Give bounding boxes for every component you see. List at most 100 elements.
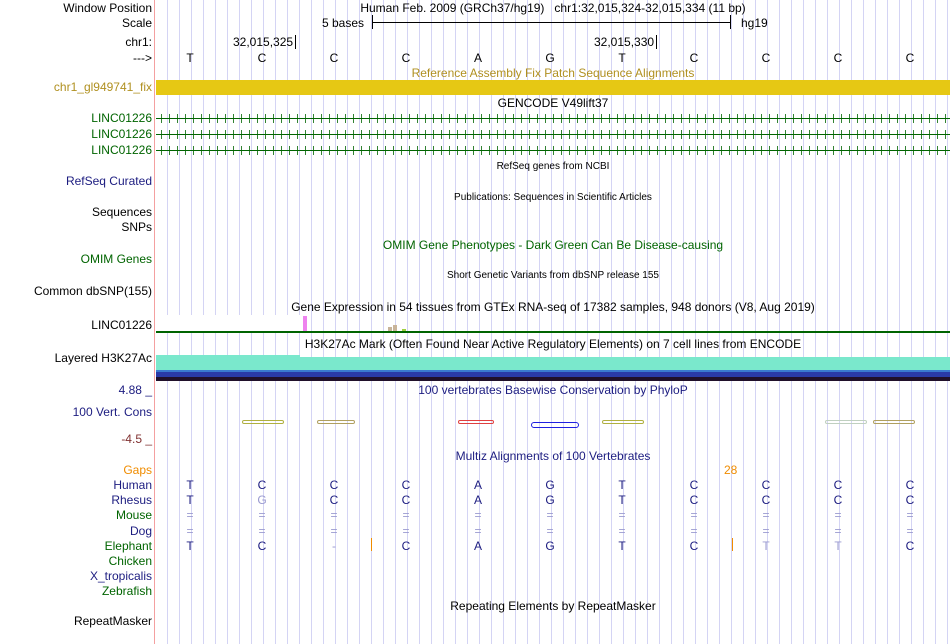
alignment-base: C — [761, 478, 771, 492]
h3k27ac-label[interactable]: Layered H3K27Ac — [54, 351, 152, 365]
gencode-item-label[interactable]: LINC01226 — [91, 127, 152, 141]
gencode-transcript[interactable] — [156, 130, 950, 139]
species-label[interactable]: Mouse — [115, 508, 152, 523]
reference-base: G — [545, 51, 555, 65]
alignment-base: C — [689, 538, 699, 553]
dbsnp-title: Short Genetic Variants from dbSNP releas… — [447, 270, 659, 281]
gtex-bar[interactable] — [303, 316, 307, 331]
alignment-base: C — [833, 493, 843, 508]
scale-text: 5 bases — [322, 16, 365, 30]
alignment-base: = — [690, 523, 698, 538]
alignment-base: C — [329, 493, 339, 508]
publications-title: Publications: Sequences in Scientific Ar… — [454, 192, 652, 203]
fix-patch-title: Reference Assembly Fix Patch Sequence Al… — [411, 66, 695, 80]
alignment-base: = — [690, 508, 698, 523]
species-label[interactable]: Dog — [129, 523, 152, 538]
refseq-label[interactable]: RefSeq Curated — [65, 174, 152, 188]
omim-label[interactable]: OMIM Genes — [80, 252, 152, 266]
alignment-base: = — [834, 523, 842, 538]
gencode-transcript[interactable] — [156, 146, 950, 155]
alignment-base: G — [545, 478, 555, 492]
species-label[interactable]: Zebrafish — [101, 584, 152, 599]
scale-bar — [372, 15, 731, 29]
gaps-label[interactable]: Gaps — [123, 463, 152, 477]
alignment-base: C — [833, 478, 843, 492]
phylop-mark — [531, 422, 579, 428]
alignment-base: = — [330, 508, 338, 523]
reference-base: T — [186, 51, 194, 65]
species-label[interactable]: X_tropicalis — [89, 569, 152, 584]
reference-base: C — [761, 51, 771, 65]
gencode-transcript[interactable] — [156, 114, 950, 123]
snps-label[interactable]: SNPs — [121, 220, 152, 234]
alignment-base: C — [905, 493, 915, 508]
alignment-base: T — [186, 493, 194, 508]
alignment-base: C — [689, 493, 699, 508]
label-divider — [154, 0, 155, 644]
phylop-mark — [242, 420, 284, 424]
alignment-base: = — [762, 508, 770, 523]
alignment-base: = — [402, 508, 410, 523]
alignment-base: C — [401, 538, 411, 553]
reference-base: C — [401, 51, 411, 65]
gtex-label[interactable]: LINC01226 — [91, 318, 152, 332]
sequences-label[interactable]: Sequences — [91, 205, 152, 219]
alignment-base: = — [906, 523, 914, 538]
position-tick-1: 32,015,325 — [233, 35, 297, 49]
alignment-base: G — [545, 493, 555, 508]
h3k27ac-layer — [156, 370, 950, 372]
gap-marker — [732, 538, 733, 551]
alignment-base: = — [258, 508, 266, 523]
species-label[interactable]: Chicken — [108, 554, 152, 568]
species-label[interactable]: Human — [113, 478, 152, 492]
reference-base: C — [833, 51, 843, 65]
reference-base: T — [618, 51, 626, 65]
alignment-base: = — [834, 508, 842, 523]
species-label[interactable]: Elephant — [104, 538, 152, 553]
fix-patch-bar[interactable] — [156, 80, 950, 95]
alignment-base: T — [834, 538, 842, 553]
alignment-base: T — [618, 538, 626, 553]
alignment-base: A — [473, 493, 482, 508]
scale-label: Scale — [121, 16, 152, 30]
fix-patch-label[interactable]: chr1_gl949741_fix — [53, 80, 152, 94]
alignment-base: A — [473, 478, 482, 492]
reference-base: C — [689, 51, 699, 65]
phylop-label[interactable]: 100 Vert. Cons — [72, 405, 152, 419]
h3k27ac-layer[interactable] — [156, 357, 950, 370]
strand-label: ---> — [133, 51, 152, 65]
gencode-item-label[interactable]: LINC01226 — [91, 143, 152, 157]
alignment-base: = — [258, 523, 266, 538]
gtex-bar[interactable] — [388, 327, 392, 331]
h3k27ac-layer — [156, 377, 950, 381]
window-position: Human Feb. 2009 (GRCh37/hg19) chr1:32,01… — [360, 1, 746, 15]
reference-base: C — [257, 51, 267, 65]
alignment-base: = — [546, 523, 554, 538]
alignment-base: = — [474, 523, 482, 538]
alignment-base: G — [257, 493, 267, 508]
phylop-mark — [602, 420, 644, 424]
alignment-base: = — [546, 508, 554, 523]
gtex-bar[interactable] — [402, 329, 406, 331]
alignment-base: = — [186, 523, 194, 538]
repeatmasker-label[interactable]: RepeatMasker — [73, 614, 152, 628]
species-label[interactable]: Rhesus — [111, 493, 152, 508]
gtex-panel — [156, 315, 300, 331]
gencode-item-label[interactable]: LINC01226 — [91, 111, 152, 125]
alignment-base: = — [402, 523, 410, 538]
omim-title: OMIM Gene Phenotypes - Dark Green Can Be… — [382, 238, 724, 252]
alignment-base: = — [906, 508, 914, 523]
phylop-min: -4.5 _ — [121, 432, 152, 446]
gtex-bar[interactable] — [393, 325, 397, 331]
alignment-base: = — [330, 523, 338, 538]
gaps-count: 28 — [724, 463, 738, 477]
dbsnp-label[interactable]: Common dbSNP(155) — [33, 284, 152, 298]
alignment-base: C — [689, 478, 699, 492]
phylop-mark — [317, 420, 355, 424]
refseq-title: RefSeq genes from NCBI — [496, 161, 610, 172]
phylop-title: 100 vertebrates Basewise Conservation by… — [418, 383, 688, 397]
phylop-mark — [458, 420, 494, 424]
window-position-label: Window Position — [63, 1, 152, 15]
alignment-base: = — [618, 508, 626, 523]
